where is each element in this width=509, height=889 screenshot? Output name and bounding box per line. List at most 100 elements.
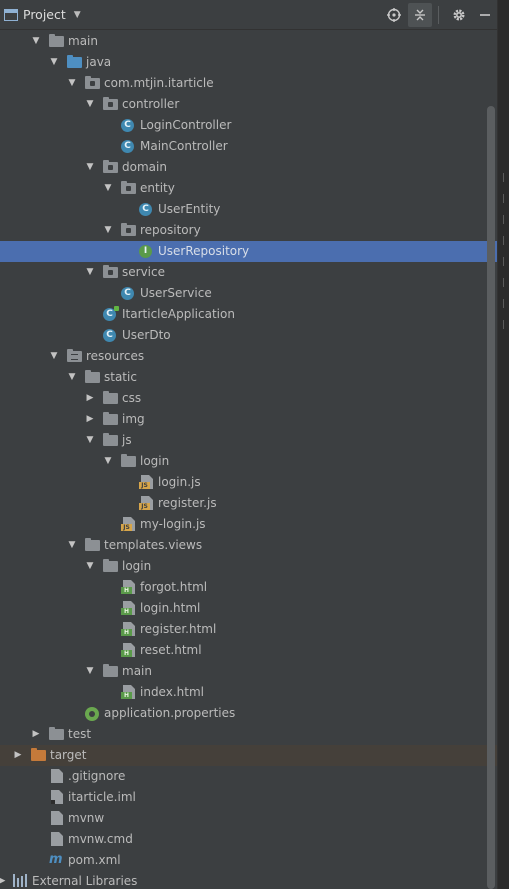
- gear-icon[interactable]: [447, 3, 471, 27]
- locate-icon[interactable]: [382, 3, 406, 27]
- class-icon: C: [121, 139, 137, 154]
- tree-item-label: repository: [140, 223, 201, 237]
- dropdown-caret-icon[interactable]: ▼: [73, 9, 81, 20]
- expanded-arrow-icon[interactable]: ▼: [86, 666, 94, 676]
- expanded-arrow-icon[interactable]: ▼: [104, 456, 112, 466]
- tree-row[interactable]: ▼domain: [0, 157, 497, 178]
- gutter-mark: [503, 257, 504, 266]
- tree-row[interactable]: ▼service: [0, 262, 497, 283]
- javascript-file-icon: JS: [139, 475, 155, 490]
- gutter-mark: [503, 299, 504, 308]
- expanded-arrow-icon[interactable]: ▼: [86, 267, 94, 277]
- expanded-arrow-icon[interactable]: ▼: [86, 561, 94, 571]
- expanded-arrow-icon[interactable]: ▼: [50, 57, 58, 67]
- tree-row[interactable]: ▼ java: [0, 52, 497, 73]
- collapsed-arrow-icon[interactable]: ▶: [0, 876, 6, 886]
- tree-row[interactable]: ▼com.mtjin.itarticle: [0, 73, 497, 94]
- collapsed-arrow-icon[interactable]: ▶: [14, 750, 22, 760]
- html-file-icon: H: [121, 601, 137, 616]
- tree-row[interactable]: mvnw.cmd: [0, 829, 497, 850]
- tree-row[interactable]: itarticle.iml: [0, 787, 497, 808]
- tree-row[interactable]: application.properties: [0, 703, 497, 724]
- project-tree[interactable]: ▼main▼java▼com.mtjin.itarticle▼controlle…: [0, 30, 497, 889]
- tree-row[interactable]: ▶target: [0, 745, 497, 766]
- tree-item-label: index.html: [140, 685, 204, 699]
- expanded-arrow-icon[interactable]: ▼: [68, 78, 76, 88]
- expanded-arrow-icon[interactable]: ▼: [86, 435, 94, 445]
- expanded-arrow-icon[interactable]: ▼: [104, 225, 112, 235]
- tree-row[interactable]: .gitignore: [0, 766, 497, 787]
- tree-row[interactable]: ▼ templates.views: [0, 535, 497, 556]
- tree-row[interactable]: ▼main: [0, 661, 497, 682]
- package-icon: [121, 223, 137, 238]
- package-icon: [103, 97, 119, 112]
- tree-row[interactable]: ▶ img: [0, 409, 497, 430]
- tree-row[interactable]: ▼entity: [0, 178, 497, 199]
- tree-row[interactable]: ▼ login: [0, 451, 497, 472]
- tree-item-label: img: [122, 412, 145, 426]
- expanded-arrow-icon[interactable]: ▼: [68, 540, 76, 550]
- tree-row[interactable]: ▼ repository: [0, 220, 497, 241]
- expanded-arrow-icon[interactable]: ▼: [68, 372, 76, 382]
- expanded-arrow-icon[interactable]: ▼: [86, 162, 94, 172]
- project-view-selector[interactable]: Project ▼: [0, 0, 81, 30]
- tree-item-label: login: [140, 454, 170, 468]
- expanded-arrow-icon[interactable]: ▼: [104, 183, 112, 193]
- expanded-arrow-icon[interactable]: ▼: [86, 99, 94, 109]
- resources-folder-icon: [67, 349, 83, 364]
- tree-scrollbar-thumb[interactable]: [487, 106, 495, 889]
- tree-row[interactable]: ▼main: [0, 31, 497, 52]
- tree-row[interactable]: ▶test: [0, 724, 497, 745]
- tree-row[interactable]: ▶External Libraries: [0, 871, 497, 889]
- html-file-icon: H: [121, 643, 137, 658]
- package-icon: [103, 160, 119, 175]
- gutter-mark: [503, 194, 504, 203]
- tree-item-label: itarticle.iml: [68, 790, 136, 804]
- folder-icon: [103, 433, 119, 448]
- expanded-arrow-icon[interactable]: ▼: [50, 351, 58, 361]
- html-file-icon: H: [121, 580, 137, 595]
- folder-icon: [103, 664, 119, 679]
- folder-icon: [49, 34, 65, 49]
- tree-row[interactable]: ▼resources: [0, 346, 497, 367]
- tree-item-label: java: [86, 55, 112, 69]
- tree-row[interactable]: ▶ css: [0, 388, 497, 409]
- gutter-mark: [503, 215, 504, 224]
- tree-row[interactable]: ▼controller: [0, 94, 497, 115]
- minimize-icon[interactable]: [473, 3, 497, 27]
- tree-item-label: templates.views: [104, 538, 203, 552]
- tree-item-label: LoginController: [140, 118, 232, 132]
- tree-row[interactable]: ▼static: [0, 367, 497, 388]
- editor-gutter: [497, 0, 509, 889]
- collapsed-arrow-icon[interactable]: ▶: [86, 414, 94, 424]
- tree-item-label: ItarticleApplication: [122, 307, 235, 321]
- tree-row[interactable]: ▼login: [0, 556, 497, 577]
- class-icon: C: [121, 118, 137, 133]
- libraries-icon: [13, 874, 29, 889]
- tree-item-label: mvnw.cmd: [68, 832, 133, 846]
- tree-row[interactable]: ▼js: [0, 430, 497, 451]
- expanded-arrow-icon[interactable]: ▼: [32, 36, 40, 46]
- folder-icon: [85, 538, 101, 553]
- tree-row[interactable]: mvnw: [0, 808, 497, 829]
- collapsed-arrow-icon[interactable]: ▶: [32, 729, 40, 739]
- tree-item-label: css: [122, 391, 142, 405]
- collapsed-arrow-icon[interactable]: ▶: [86, 393, 94, 403]
- collapse-all-icon[interactable]: [408, 3, 432, 27]
